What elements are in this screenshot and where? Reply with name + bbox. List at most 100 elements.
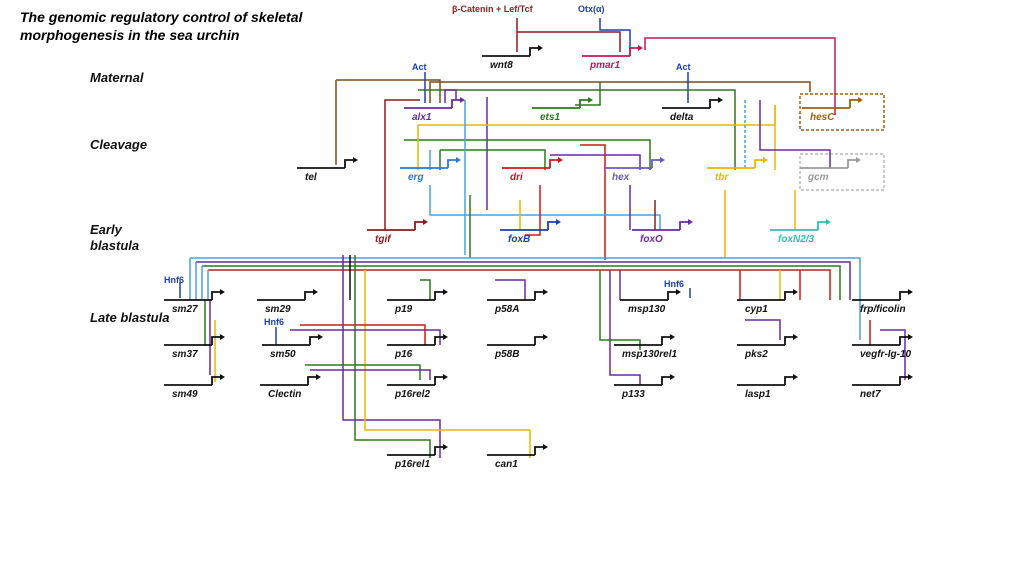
gene-label: sm49 [172, 389, 198, 400]
promoter-glyph [852, 376, 908, 386]
promoter-arrowhead [220, 289, 225, 295]
promoter-arrowhead [543, 334, 548, 340]
promoter-arrowhead [793, 334, 798, 340]
gene-tgif: tgif [367, 219, 428, 245]
gene-label: msp130rel1 [622, 349, 677, 360]
gene-hesc: hesC [802, 97, 863, 123]
gene-p58a: p58A [487, 289, 548, 315]
gene-label: vegfr-Ig-10 [860, 349, 912, 360]
regulatory-links [179, 18, 906, 458]
gene-label: sm37 [172, 349, 198, 360]
promoter-glyph [532, 99, 588, 109]
gene-label: p16rel2 [394, 389, 430, 400]
gene-label: hesC [810, 112, 835, 123]
gene-label: net7 [860, 389, 881, 400]
gene-cyp1: cyp1 [737, 289, 798, 315]
promoter-arrowhead [670, 374, 675, 380]
promoter-glyph [487, 446, 543, 456]
promoter-glyph [164, 336, 220, 346]
input-label-otx: Otx(α) [578, 4, 605, 14]
promoter-arrowhead [908, 334, 913, 340]
gene-label: tel [305, 172, 317, 183]
stage-label-maternal: Maternal [90, 70, 144, 85]
gene-label: sm50 [270, 349, 296, 360]
gene-erg: erg [400, 157, 461, 183]
promoter-arrowhead [318, 334, 323, 340]
gene-gcm: gcm [800, 157, 861, 183]
promoter-arrowhead [718, 97, 723, 103]
promoter-glyph [737, 336, 793, 346]
gene-label: gcm [807, 172, 829, 183]
input-label-hnf6-3: Hnf6 [664, 279, 684, 289]
promoter-arrowhead [460, 97, 465, 103]
gene-foxn2-3: foxN2/3 [770, 219, 831, 245]
gene-label: can1 [495, 459, 518, 470]
promoter-glyph [707, 159, 763, 169]
gene-label: p58A [494, 304, 519, 315]
gene-hex: hex [604, 157, 665, 183]
promoter-glyph [604, 159, 660, 169]
gene-p16rel2: p16rel2 [387, 374, 448, 400]
gene-label: pks2 [744, 349, 768, 360]
promoter-arrowhead [558, 157, 563, 163]
gene-net7: net7 [852, 374, 913, 400]
gene-ets1: ets1 [532, 97, 593, 123]
promoter-arrowhead [763, 157, 768, 163]
gene-label: frp/ficolin [860, 304, 906, 315]
gene-label: foxN2/3 [778, 234, 815, 245]
gene-p58b: p58B [487, 334, 548, 360]
gene-pmar1: pmar1 [582, 45, 643, 71]
gene-label: foxO [640, 234, 663, 245]
promoter-arrowhead [638, 45, 643, 51]
promoter-arrowhead [456, 157, 461, 163]
gene-foxb: foxB [500, 219, 561, 245]
gene-label: cyp1 [745, 304, 768, 315]
promoter-glyph [737, 376, 793, 386]
promoter-glyph [500, 221, 556, 231]
promoter-glyph [632, 221, 688, 231]
promoter-arrowhead [538, 45, 543, 51]
promoter-arrowhead [443, 334, 448, 340]
promoter-glyph [387, 446, 443, 456]
gene-wnt8: wnt8 [482, 45, 543, 71]
promoter-arrowhead [688, 219, 693, 225]
gene-sm27: sm27 [164, 289, 225, 315]
promoter-arrowhead [660, 157, 665, 163]
promoter-arrowhead [908, 374, 913, 380]
gene-label: foxB [508, 234, 530, 245]
input-label-act-1: Act [412, 62, 427, 72]
promoter-arrowhead [443, 289, 448, 295]
promoter-arrowhead [313, 289, 318, 295]
gene-can1: can1 [487, 444, 548, 470]
input-label-hnf6-1: Hnf6 [164, 275, 184, 285]
promoter-arrowhead [908, 289, 913, 295]
promoter-glyph [260, 376, 316, 386]
gene-label: sm27 [172, 304, 198, 315]
gene-label: tgif [375, 234, 392, 245]
gcm-box [799, 153, 885, 191]
promoter-glyph [620, 291, 676, 301]
promoter-glyph [802, 99, 858, 109]
gene-label: Clectin [268, 389, 301, 400]
promoter-glyph [614, 336, 670, 346]
gene-tel: tel [297, 157, 358, 183]
gene-msp130: msp130 [620, 289, 681, 315]
promoter-arrowhead [858, 97, 863, 103]
promoter-arrowhead [353, 157, 358, 163]
promoter-arrowhead [443, 374, 448, 380]
promoter-glyph [404, 99, 460, 109]
input-label-act-2: Act [676, 62, 691, 72]
promoter-glyph [387, 376, 443, 386]
gene-label: p16 [394, 349, 413, 360]
gene-sm50: sm50 [262, 334, 323, 360]
promoter-glyph [852, 291, 908, 301]
stage-label-late-blastula: Late blastula [90, 310, 170, 325]
promoter-arrowhead [856, 157, 861, 163]
gene-dri: dri [502, 157, 563, 183]
gene-label: delta [670, 112, 694, 123]
promoter-glyph [582, 47, 638, 57]
gene-alx1: alx1 [404, 97, 465, 123]
gene-label: sm29 [265, 304, 291, 315]
